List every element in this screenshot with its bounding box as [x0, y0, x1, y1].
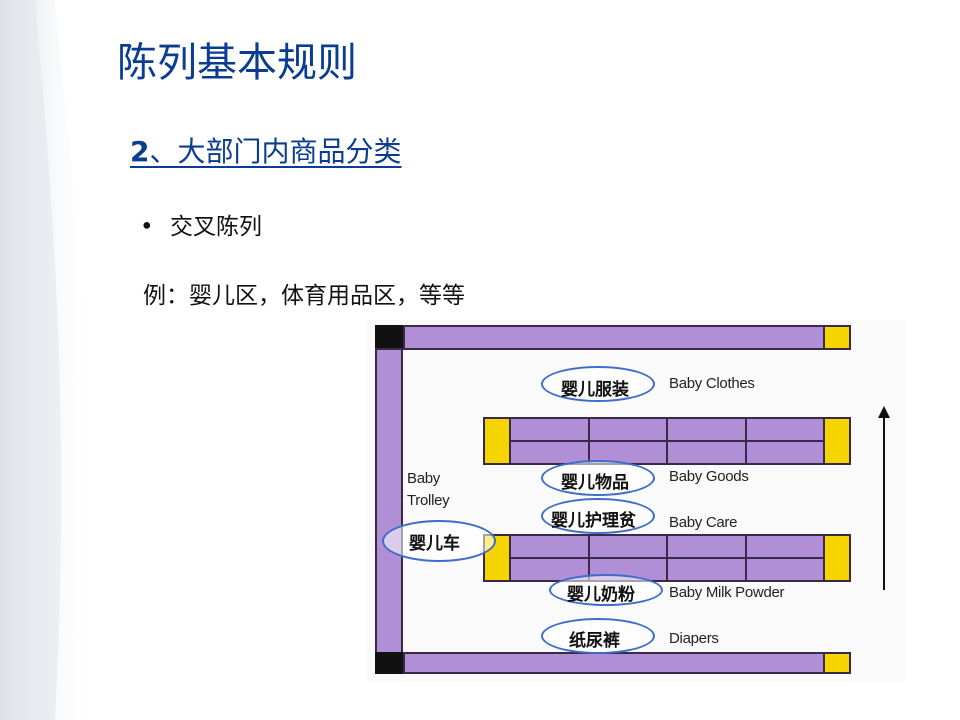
trolley-label-zh: 婴儿车 — [409, 534, 460, 554]
section-label-zh: 纸尿裤 — [569, 631, 620, 651]
slide-background-decoration — [0, 0, 93, 720]
up-arrow-icon — [878, 406, 890, 590]
lower-gondola-row — [511, 536, 823, 557]
section-highlight-ellipse — [541, 460, 655, 496]
section-label-en: Baby Goods — [669, 468, 749, 485]
upper-gondola-right-cap — [823, 417, 851, 465]
section-label-en: Baby Milk Powder — [669, 584, 785, 601]
left-wall-bar — [375, 348, 403, 654]
upper-gondola-row — [511, 419, 823, 440]
section-label-en: Baby Clothes — [669, 375, 755, 392]
bullet-item: • 交叉陈列 — [140, 207, 262, 241]
bottom-shelf-bar — [403, 652, 825, 674]
trolley-label-en: Baby Trolley — [407, 470, 450, 509]
top-shelf-bar — [403, 325, 825, 350]
section-highlight-ellipse — [541, 498, 655, 534]
upper-gondola-row — [511, 440, 823, 463]
upper-gondola — [509, 417, 825, 465]
lower-gondola — [509, 534, 825, 582]
section-label-zh: 婴儿护理贫 — [551, 511, 636, 531]
section-number: 2 — [130, 135, 150, 168]
top-end-cap — [823, 325, 851, 350]
lower-gondola-row — [511, 557, 823, 580]
section-highlight-ellipse — [541, 618, 655, 654]
section-highlight-ellipse — [541, 366, 655, 402]
bottom-end-cap — [823, 652, 851, 674]
bullet-text: 交叉陈列 — [170, 214, 262, 240]
slide-title: 陈列基本规则 — [117, 40, 357, 86]
section-label-zh: 婴儿服装 — [561, 380, 629, 400]
lower-gondola-right-cap — [823, 534, 851, 582]
store-layout-diagram: Baby Trolley 婴儿车 婴儿服装 Baby Clothes 婴儿物品 … — [367, 320, 905, 682]
trolley-highlight-ellipse — [382, 520, 496, 562]
section-label-en: Diapers — [669, 630, 719, 647]
example-text: 例：婴儿区，体育用品区，等等 — [143, 283, 465, 309]
section-heading-text: 、大部门内商品分类 — [149, 135, 402, 168]
bullet-dot: • — [140, 214, 154, 240]
section-label-zh: 婴儿奶粉 — [567, 585, 635, 605]
section-heading: 2、大部门内商品分类 — [130, 130, 402, 170]
section-label-en: Baby Care — [669, 514, 738, 531]
corner-block-top — [375, 325, 403, 350]
section-label-zh: 婴儿物品 — [561, 473, 629, 493]
upper-gondola-left-cap — [483, 417, 511, 465]
corner-block-bottom — [375, 652, 403, 674]
section-highlight-ellipse — [549, 574, 663, 606]
